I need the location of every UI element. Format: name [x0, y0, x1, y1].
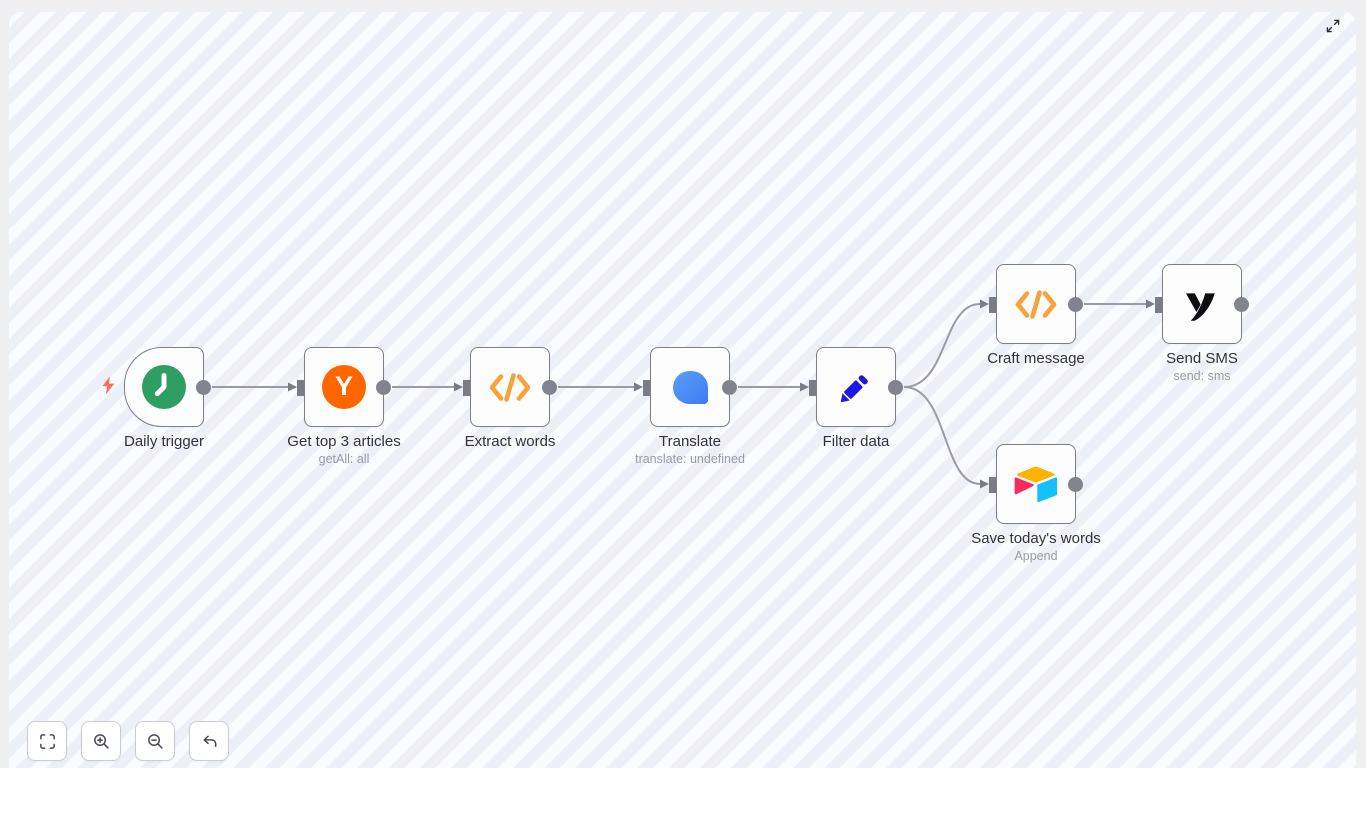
- output-connector[interactable]: [722, 379, 737, 395]
- vonage-icon: [1186, 293, 1215, 321]
- output-connector[interactable]: [1234, 296, 1249, 312]
- code-icon: [1015, 289, 1057, 319]
- node-box-craft-message[interactable]: [988, 264, 1083, 344]
- node-label: Translate: [659, 433, 721, 450]
- node-label: Save today's words: [971, 530, 1101, 547]
- trigger-indicator: [101, 376, 116, 400]
- undo-icon: [203, 735, 216, 747]
- output-connector[interactable]: [542, 379, 557, 395]
- output-connector[interactable]: [1068, 476, 1083, 492]
- connections-layer: [212, 299, 1155, 489]
- input-connector[interactable]: [1154, 296, 1162, 313]
- fit-view-icon: [39, 733, 55, 749]
- node-label: Send SMS: [1166, 350, 1238, 367]
- node-box-extract-words[interactable]: [462, 347, 557, 427]
- zoom-out-button[interactable]: [135, 721, 175, 761]
- node-label: Get top 3 articles: [287, 433, 401, 450]
- workflow-canvas[interactable]: Daily trigger Y Get top 3 articles getAll: …: [9, 12, 1356, 768]
- zoom-out-icon: [147, 733, 163, 749]
- node-label: Daily trigger: [123, 433, 205, 450]
- node-label: Filter data: [822, 433, 890, 450]
- node-box-filter-data[interactable]: [808, 347, 903, 427]
- connection-filter-data-to-craft-message[interactable]: [903, 299, 989, 388]
- workflow-panel: Daily trigger Y Get top 3 articles getAll: …: [0, 0, 1366, 768]
- output-connector[interactable]: [196, 379, 211, 395]
- node-subtitle: getAll: all: [318, 452, 370, 466]
- zoom-in-icon: [93, 733, 109, 749]
- undo-button[interactable]: [189, 721, 229, 761]
- input-connector[interactable]: [642, 379, 650, 396]
- node-subtitle: translate: undefined: [635, 452, 745, 466]
- expand-icon: [1326, 19, 1340, 33]
- input-connector[interactable]: [988, 476, 996, 493]
- node-box-save-todays-words[interactable]: [988, 444, 1083, 524]
- input-connector[interactable]: [462, 379, 470, 396]
- pencil-icon: [840, 375, 868, 403]
- node-subtitle: Append: [1014, 549, 1058, 563]
- clock-icon: [142, 365, 186, 409]
- canvas-controls: [27, 721, 229, 761]
- input-connector[interactable]: [296, 379, 304, 396]
- node-label: Extract words: [464, 433, 556, 450]
- node-box-send-sms[interactable]: [1154, 264, 1249, 344]
- node-subtitle: send: sms: [1173, 369, 1231, 383]
- fit-view-button[interactable]: [27, 721, 67, 761]
- output-connector[interactable]: [376, 379, 391, 395]
- node-box-translate[interactable]: [642, 347, 737, 427]
- code-icon: [489, 372, 531, 402]
- node-box-get-top-3-articles[interactable]: Y: [296, 347, 391, 427]
- node-label: Craft message: [987, 350, 1085, 367]
- airtable-icon: [1014, 466, 1058, 502]
- chat-bubble-icon: [672, 370, 708, 404]
- input-connector[interactable]: [988, 296, 996, 313]
- zoom-in-button[interactable]: [81, 721, 121, 761]
- output-connector[interactable]: [888, 379, 903, 395]
- connection-filter-data-to-save-todays-words[interactable]: [903, 386, 989, 489]
- input-connector[interactable]: [808, 379, 816, 396]
- output-connector[interactable]: [1068, 296, 1083, 312]
- lightning-bolt-icon: [102, 376, 115, 395]
- hackernews-icon: Y: [322, 365, 366, 409]
- node-box-daily-trigger[interactable]: [102, 347, 211, 427]
- expand-button[interactable]: [1322, 15, 1344, 37]
